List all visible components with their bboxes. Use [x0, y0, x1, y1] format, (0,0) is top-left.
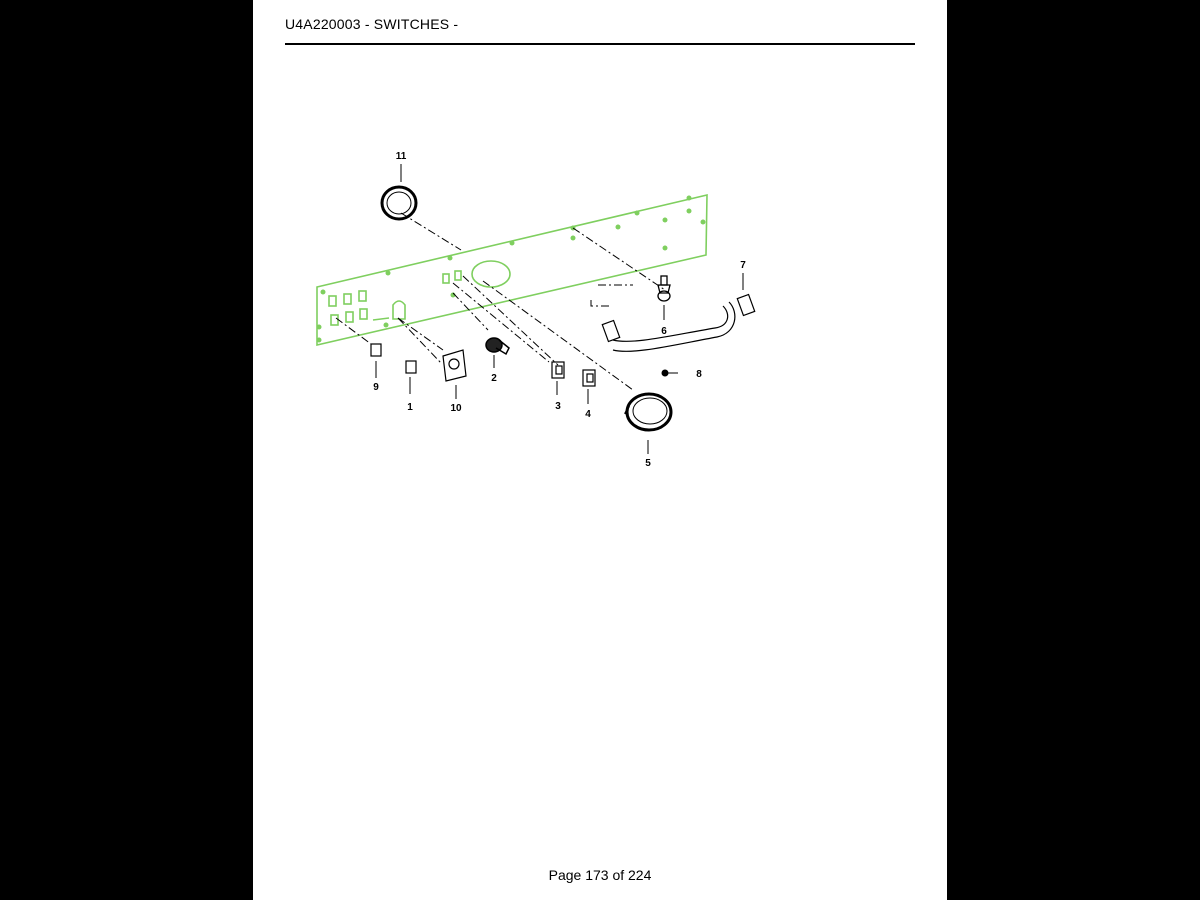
callout-4: 4 [585, 409, 591, 420]
part-11-gauge-ring [380, 185, 418, 221]
page-title: U4A220003 - SWITCHES - [285, 16, 459, 32]
part-8-screw [661, 369, 678, 377]
part-3-switch [551, 361, 565, 379]
switches-exploded-diagram: 11 9 1 10 2 3 4 5 6 7 8 [316, 151, 756, 469]
callout-11: 11 [396, 151, 407, 162]
part-1-switch [405, 360, 417, 374]
callout-6: 6 [661, 326, 667, 337]
part-7-grab-bar [601, 293, 756, 352]
part-2-key-switch [485, 337, 510, 356]
header-rule [285, 43, 915, 45]
part-4-switch [582, 369, 596, 387]
leader-lines [335, 212, 666, 391]
callout-5: 5 [645, 458, 651, 469]
part-6-bolt [657, 275, 671, 302]
callout-9: 9 [373, 382, 379, 393]
callout-2: 2 [491, 373, 497, 384]
part-10-plate [442, 349, 467, 382]
part-9-switch [370, 343, 382, 357]
document-page: U4A220003 - SWITCHES - [253, 0, 947, 900]
callout-ticks [375, 164, 744, 454]
part-5-gauge [624, 392, 673, 432]
callout-1: 1 [407, 402, 413, 413]
callout-3: 3 [555, 401, 561, 412]
callout-8: 8 [696, 369, 702, 380]
callout-10: 10 [450, 403, 462, 414]
dash-panel [316, 193, 708, 347]
callout-7: 7 [740, 260, 746, 271]
page-number: Page 173 of 224 [548, 867, 652, 883]
panel-holes [316, 195, 706, 343]
